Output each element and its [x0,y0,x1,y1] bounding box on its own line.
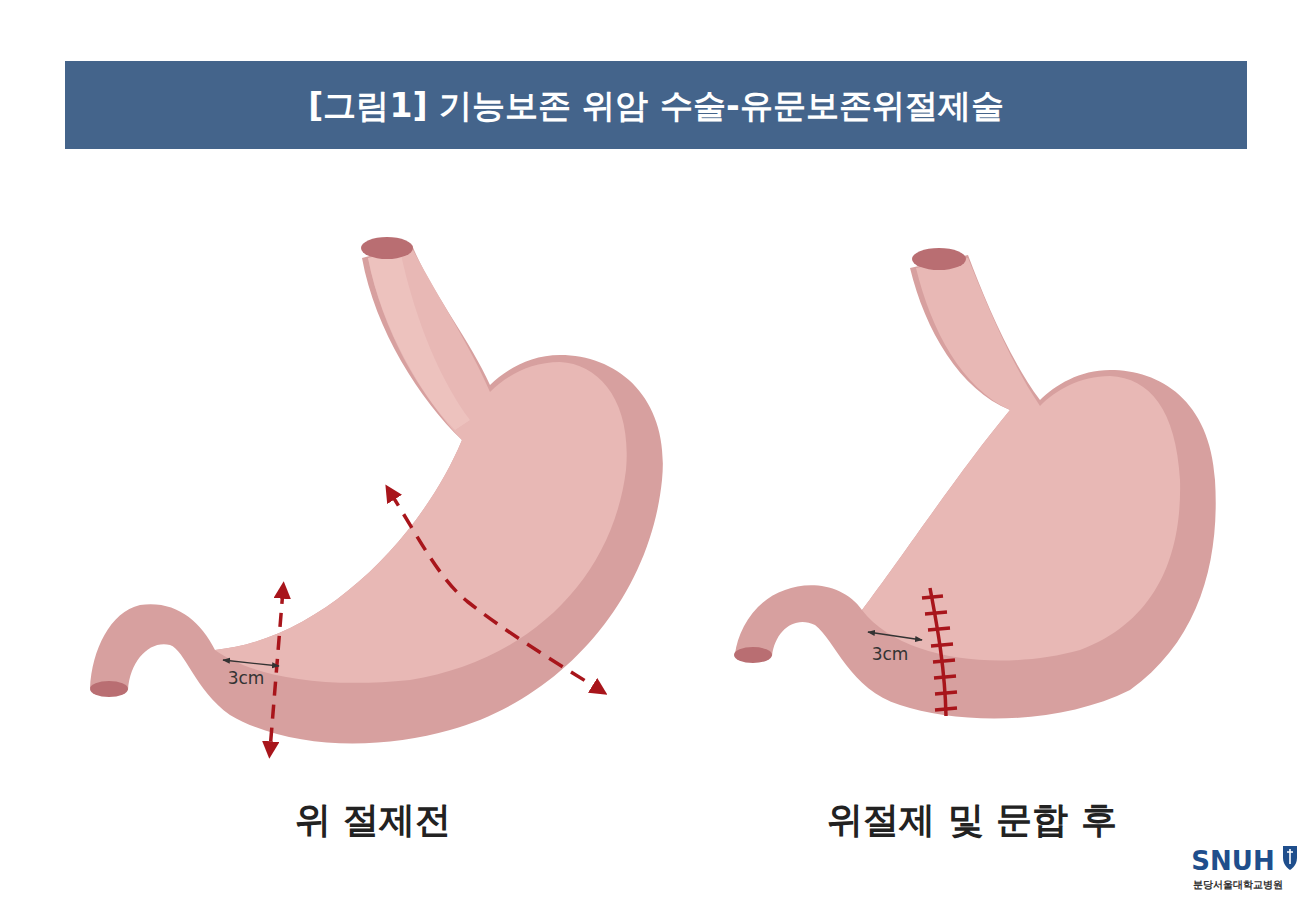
logo-subtext: 분당서울대학교병원 [1193,878,1283,892]
title-band [65,61,1247,149]
caption-after: 위절제 및 문합 후 [827,796,1117,845]
stomach-after [734,248,1216,719]
logo-emblem [1283,846,1297,870]
caption-before: 위 절제전 [295,796,452,845]
dimension-label: 3cm [228,668,265,688]
logo-text: SNUH [1191,846,1274,876]
dimension-label: 3cm [872,644,909,664]
title-text: [그림1] 기능보존 위암 수술-유문보존위절제술 [308,84,1003,129]
stomach-before [90,237,663,750]
